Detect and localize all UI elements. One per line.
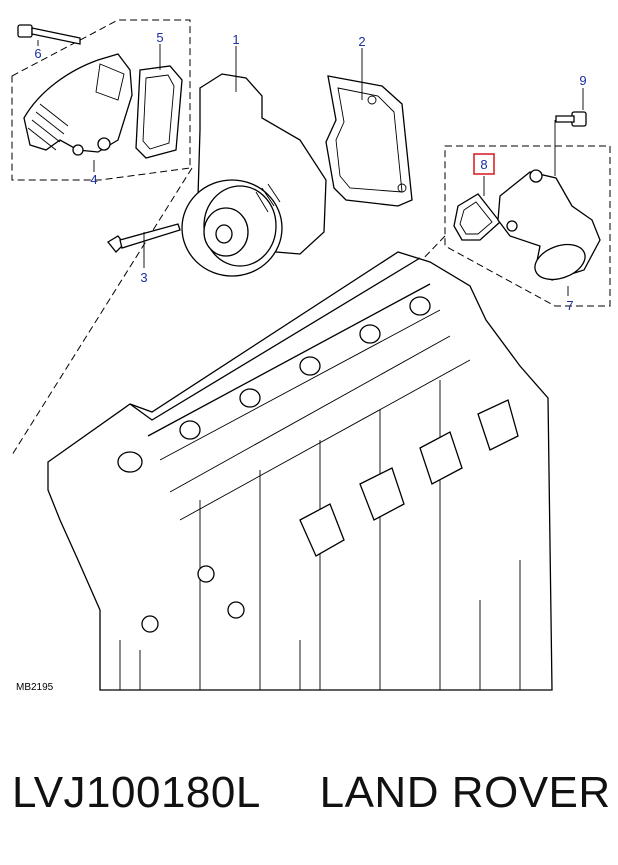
- group-box-left: [11, 19, 191, 181]
- gasket-2: [325, 75, 413, 207]
- group-box-right: [444, 145, 611, 307]
- brand-name: LAND ROVER: [319, 768, 611, 817]
- bolt-3: [107, 223, 181, 253]
- part-caption: LVJ100180L LAND ROVER: [12, 768, 612, 838]
- gasket-8: [453, 193, 501, 241]
- callout-1: 1: [232, 32, 239, 47]
- leader-lines: [37, 40, 584, 296]
- callout-3: 3: [140, 270, 147, 285]
- diagram-reference-code: MB2195: [16, 682, 54, 693]
- exploded-parts-diagram: 1 2 3 4 5 6 7 8 9 MB2195: [11, 19, 611, 693]
- part-number: LVJ100180L: [12, 768, 261, 817]
- gasket-5: [135, 65, 183, 159]
- outlet-elbow-7: [497, 169, 601, 281]
- callout-7: 7: [566, 298, 573, 313]
- water-pump-1: [181, 73, 327, 277]
- callout-6: 6: [34, 46, 41, 61]
- callout-2: 2: [358, 34, 365, 49]
- callout-4: 4: [90, 172, 97, 187]
- engine-leader-left: [11, 167, 193, 456]
- callout-8: 8: [480, 157, 487, 172]
- thermostat-housing-4: [23, 53, 133, 156]
- callout-8-highlight: [473, 153, 495, 175]
- callout-5: 5: [156, 30, 163, 45]
- bolt-6: [17, 24, 81, 45]
- cylinder-head: [47, 251, 553, 691]
- callout-9: 9: [579, 73, 586, 88]
- bolt-9: [555, 111, 587, 127]
